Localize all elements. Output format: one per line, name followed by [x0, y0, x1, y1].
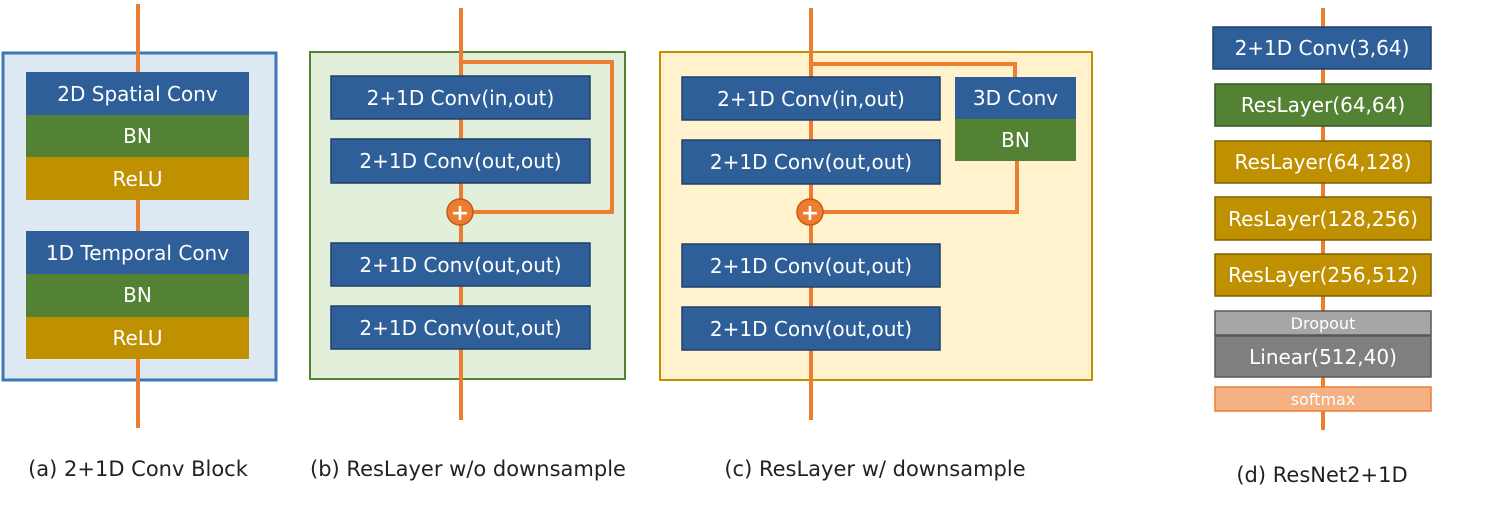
shortcut-bn-label: BN	[1001, 128, 1030, 152]
panel-b-block-4-label: 2+1D Conv(out,out)	[359, 316, 561, 340]
spatial-conv-box	[26, 72, 249, 115]
spatial-relu-label: ReLU	[112, 167, 162, 191]
spatial-bn-label: BN	[123, 124, 152, 148]
panel-c-shortcut-out	[811, 161, 1019, 214]
panel-c-block-2	[681, 139, 941, 185]
temporal-conv-label: 1D Temporal Conv	[46, 241, 229, 265]
reslayer-3-box	[1214, 196, 1432, 241]
softmax-label: softmax	[1291, 390, 1356, 409]
panel-c-block-2-label: 2+1D Conv(out,out)	[710, 150, 912, 174]
panel-b-block-4	[330, 305, 591, 350]
temporal-relu-box	[26, 317, 249, 359]
dropout-box	[1214, 310, 1432, 336]
panel-c-block-1-label: 2+1D Conv(in,out)	[717, 87, 905, 111]
panel-d: 2+1D Conv(3,64) ResLayer(64,64) ResLayer…	[1212, 8, 1432, 487]
linear-label: Linear(512,40)	[1249, 345, 1397, 369]
panel-b-block-1	[330, 75, 591, 120]
shortcut-3d-conv-label: 3D Conv	[973, 86, 1058, 110]
reslayer-4-box	[1214, 253, 1432, 297]
panel-c-add-node	[796, 198, 824, 226]
reslayer-2-label: ResLayer(64,128)	[1234, 150, 1411, 174]
spatial-conv-label: 2D Spatial Conv	[57, 82, 218, 106]
spatial-bn-box	[26, 115, 249, 157]
panel-b-block-2-label: 2+1D Conv(out,out)	[359, 149, 561, 173]
stem-conv-box	[1212, 26, 1432, 70]
panel-c-block-3-label: 2+1D Conv(out,out)	[710, 254, 912, 278]
panel-a: 2D Spatial Conv BN ReLU 1D Temporal Conv…	[1, 4, 278, 481]
panel-a-caption: (a) 2+1D Conv Block	[28, 457, 249, 481]
temporal-bn-box	[26, 274, 249, 317]
reslayer-1-label: ResLayer(64,64)	[1241, 93, 1405, 117]
panel-b-block-2	[330, 138, 591, 184]
reslayer-3-label: ResLayer(128,256)	[1228, 207, 1418, 231]
temporal-conv-box	[26, 231, 249, 274]
panel-c-block-1	[681, 76, 941, 121]
stem-conv-label: 2+1D Conv(3,64)	[1235, 36, 1410, 60]
panel-b-skip-connection	[461, 60, 614, 214]
panel-c-add-symbol: +	[801, 201, 819, 226]
panel-b-caption: (b) ResLayer w/o downsample	[310, 457, 626, 481]
dropout-label: Dropout	[1291, 314, 1356, 333]
spatial-relu-box	[26, 157, 249, 200]
panel-c-caption: (c) ResLayer w/ downsample	[724, 457, 1025, 481]
reslayer-4-label: ResLayer(256,512)	[1228, 263, 1418, 287]
shortcut-3d-conv-box	[955, 77, 1076, 119]
panel-c-block-4	[681, 306, 941, 351]
shortcut-bn-box	[955, 119, 1076, 161]
panel-b-block-3-label: 2+1D Conv(out,out)	[359, 253, 561, 277]
panel-b: 2+1D Conv(in,out) 2+1D Conv(out,out) + 2…	[309, 8, 626, 481]
reslayer-1-box	[1214, 83, 1432, 127]
reslayer-2-box	[1214, 140, 1432, 184]
panel-b-block-3	[330, 242, 591, 287]
panel-b-add-symbol: +	[451, 201, 469, 226]
panel-c-block-4-label: 2+1D Conv(out,out)	[710, 317, 912, 341]
panel-c-block-3	[681, 243, 941, 288]
linear-box	[1214, 335, 1432, 378]
temporal-bn-label: BN	[123, 283, 152, 307]
softmax-box	[1214, 386, 1432, 412]
panel-b-add-node	[446, 198, 474, 226]
temporal-relu-label: ReLU	[112, 326, 162, 350]
panel-b-block-1-label: 2+1D Conv(in,out)	[367, 86, 555, 110]
panel-c: 2+1D Conv(in,out) 2+1D Conv(out,out) 3D …	[659, 8, 1093, 481]
panel-d-caption: (d) ResNet2+1D	[1236, 463, 1407, 487]
panel-c-shortcut-in	[811, 62, 1017, 77]
